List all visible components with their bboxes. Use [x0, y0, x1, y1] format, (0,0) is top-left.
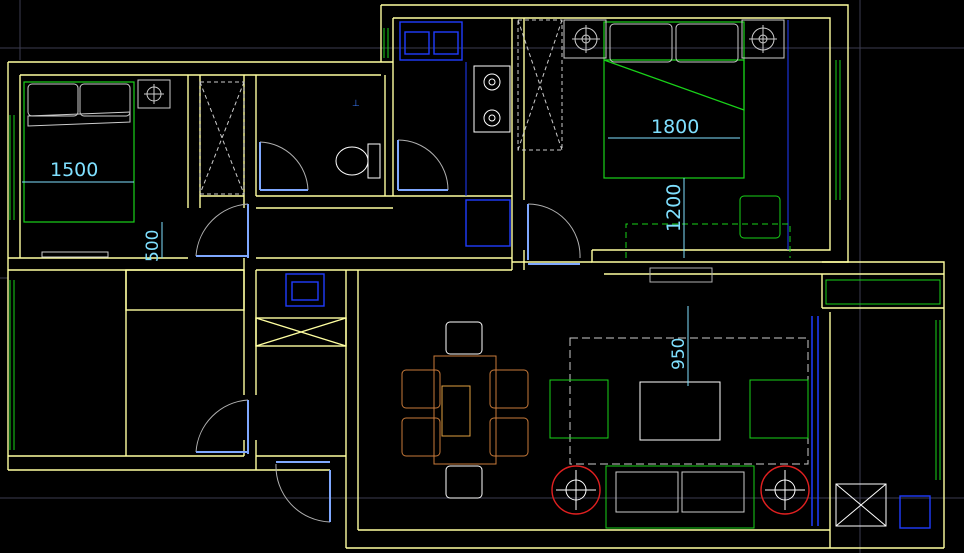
sink-icon: [399, 21, 463, 61]
living-room: 950: [549, 306, 819, 529]
master-bed: [603, 21, 745, 179]
dim-label-1500: 1500: [50, 159, 98, 181]
balcony-glass: [811, 316, 819, 526]
dim-label-1200: 1200: [663, 184, 685, 232]
dim-label-1800: 1800: [651, 116, 699, 138]
washer-icon: [835, 483, 887, 527]
toilet-icon: [335, 143, 381, 179]
bed-pillows: [27, 83, 131, 127]
stove-icon: [473, 65, 511, 133]
master-pillows: [609, 23, 739, 63]
floor-lamp-icon-right: [760, 465, 810, 515]
master-bedroom: 1800 1200: [517, 19, 791, 258]
sofa: [605, 465, 755, 529]
wardrobe: [199, 81, 245, 195]
bathroom: ⊥: [335, 99, 381, 179]
lamp-icon-right: [741, 19, 785, 59]
doors: [195, 139, 713, 523]
second-bedroom: 1500 500: [22, 79, 245, 262]
floor-lamp-icon-left: [551, 465, 601, 515]
laundry-area: [835, 483, 931, 529]
dim-label-500: 500: [143, 230, 163, 262]
windows: [9, 28, 941, 480]
door-leaves: [196, 140, 580, 522]
armchair-left: [549, 379, 609, 439]
coffee-table: [639, 381, 721, 441]
walls: [7, 4, 945, 549]
floor-drain-icon: ⊥: [352, 99, 360, 109]
master-wardrobe: [517, 19, 563, 151]
armchair-icon: [739, 195, 781, 239]
laundry-sink: [899, 495, 931, 529]
rug: [569, 337, 809, 465]
nightstand-lamp-icon: [137, 79, 171, 109]
wash-basin-icon: [285, 273, 325, 307]
dim-label-950: 950: [669, 338, 689, 370]
dining-set: [401, 321, 529, 499]
bench: [41, 251, 109, 258]
lamp-icon-left: [563, 19, 607, 59]
fridge: [465, 199, 511, 247]
tv-cabinet: [625, 223, 791, 258]
double-bed: [23, 81, 135, 223]
armchair-right: [749, 379, 809, 439]
kitchen: [399, 21, 511, 247]
